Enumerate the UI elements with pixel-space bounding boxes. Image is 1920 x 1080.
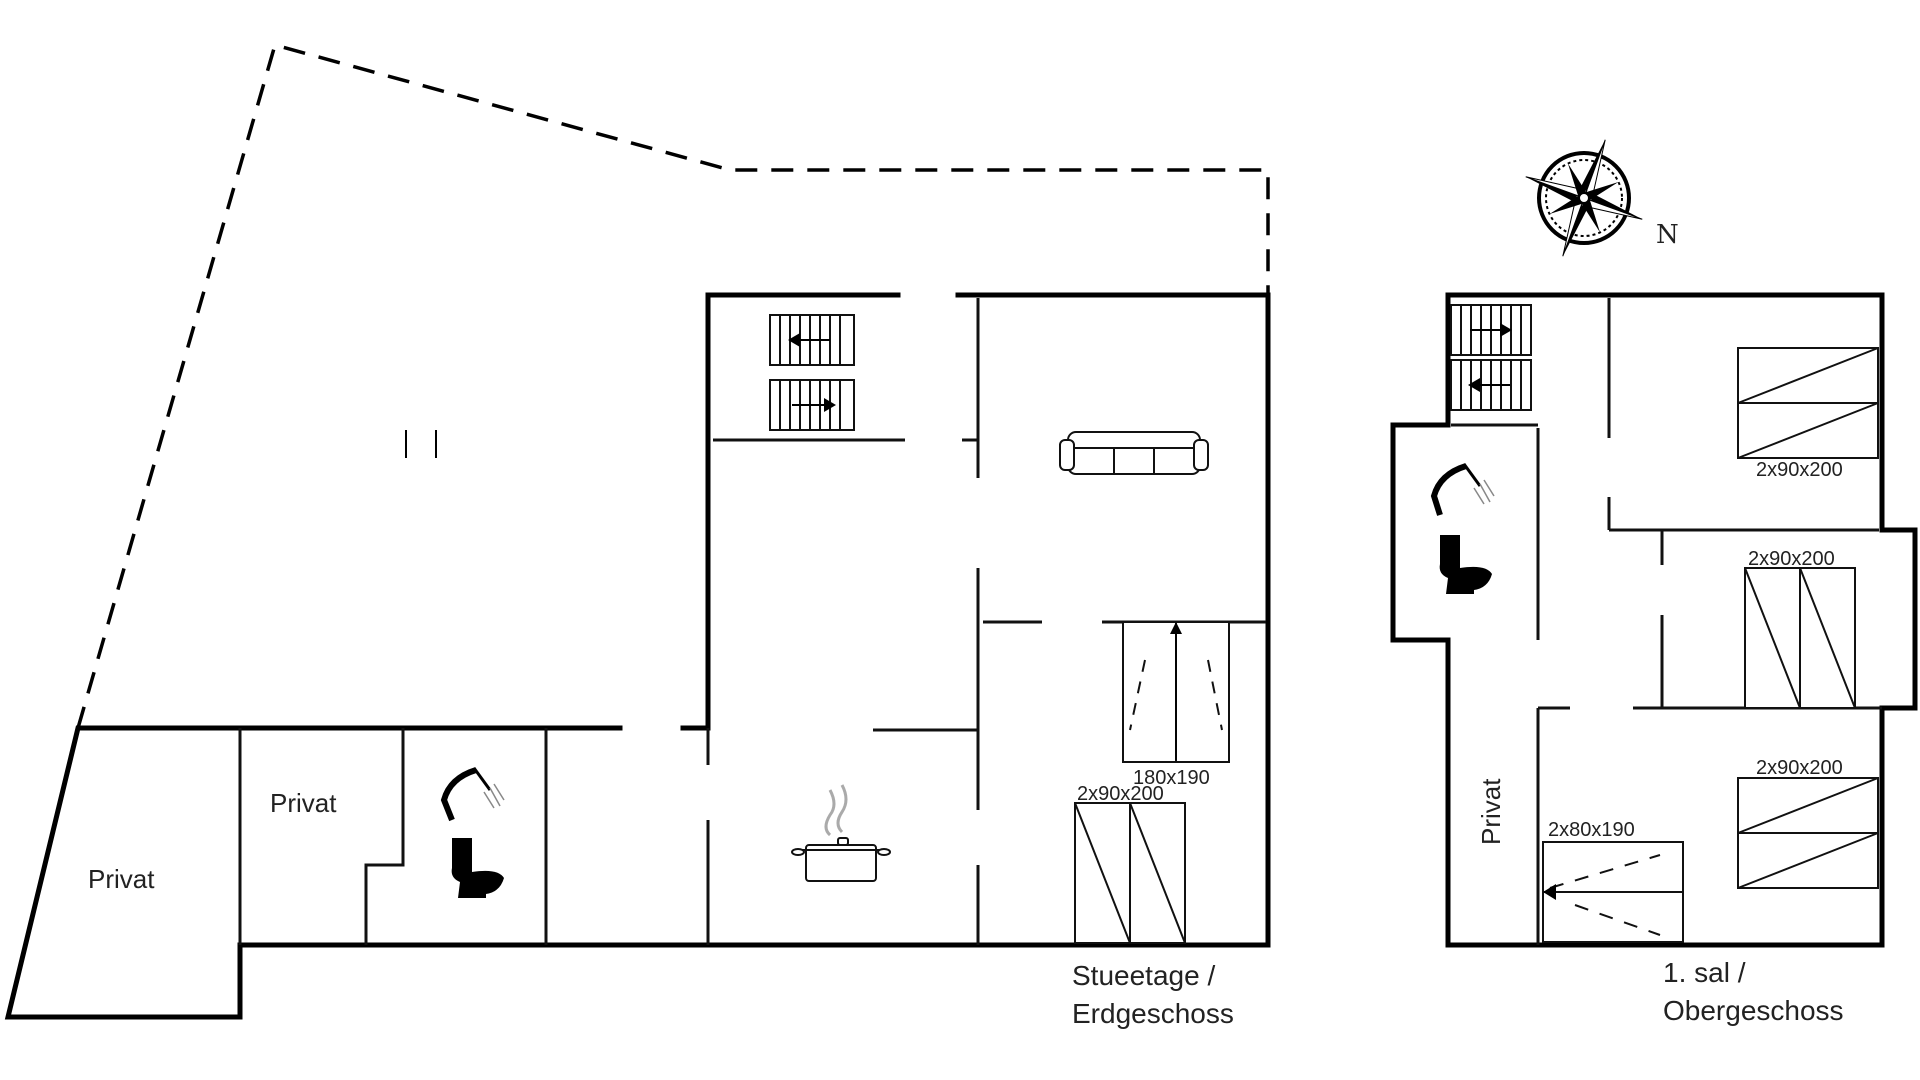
bed-size-label: 2x90x200 bbox=[1756, 757, 1843, 779]
bed-size-label: 2x80x190 bbox=[1548, 819, 1635, 841]
bed-size-label: 2x90x200 bbox=[1077, 783, 1164, 805]
room-label-privat: Privat bbox=[1476, 778, 1506, 845]
bed-icon bbox=[1122, 621, 1230, 763]
floor-label: Erdgeschoss bbox=[1072, 998, 1234, 1029]
toilet-icon bbox=[1439, 535, 1492, 594]
bed-icon bbox=[1737, 347, 1879, 459]
stairs-icon bbox=[769, 314, 855, 431]
bed-size-label: 2x90x200 bbox=[1748, 548, 1835, 570]
compass-rose-icon bbox=[1525, 139, 1643, 257]
ground-left-wing-wall bbox=[4, 725, 623, 1020]
upper-floor-plan: 2x90x200 2x90x200 2x90x200 2x80x190 Pri bbox=[1390, 292, 1918, 1026]
cooking-pot-icon bbox=[791, 784, 891, 882]
room-label-privat: Privat bbox=[270, 788, 337, 818]
floor-label: Stueetage / bbox=[1072, 960, 1215, 991]
toilet-icon bbox=[451, 838, 504, 898]
stairs-icon bbox=[1450, 304, 1532, 411]
ground-exterior-wall bbox=[237, 292, 1271, 948]
bed-icon bbox=[1542, 841, 1684, 943]
bed-icon bbox=[1074, 802, 1186, 944]
bed-size-label: 180x190 bbox=[1133, 767, 1210, 789]
floor-label: 1. sal / bbox=[1663, 957, 1746, 988]
sofa-icon bbox=[1059, 431, 1209, 475]
room-label-privat: Privat bbox=[88, 864, 155, 894]
bed-icon bbox=[1744, 567, 1856, 709]
compass-north-label: N bbox=[1656, 220, 1679, 250]
shower-icon bbox=[440, 767, 505, 822]
ground-floor-plan: 180x190 2x90x200 bbox=[4, 42, 1271, 1029]
shower-icon bbox=[1430, 463, 1495, 516]
interior-wall bbox=[364, 728, 405, 945]
terrace-icon bbox=[405, 430, 437, 458]
floor-label: Obergeschoss bbox=[1663, 995, 1844, 1026]
terrace-outline bbox=[76, 42, 1270, 729]
bed-size-label: 2x90x200 bbox=[1756, 459, 1843, 481]
bed-icon bbox=[1737, 777, 1879, 889]
